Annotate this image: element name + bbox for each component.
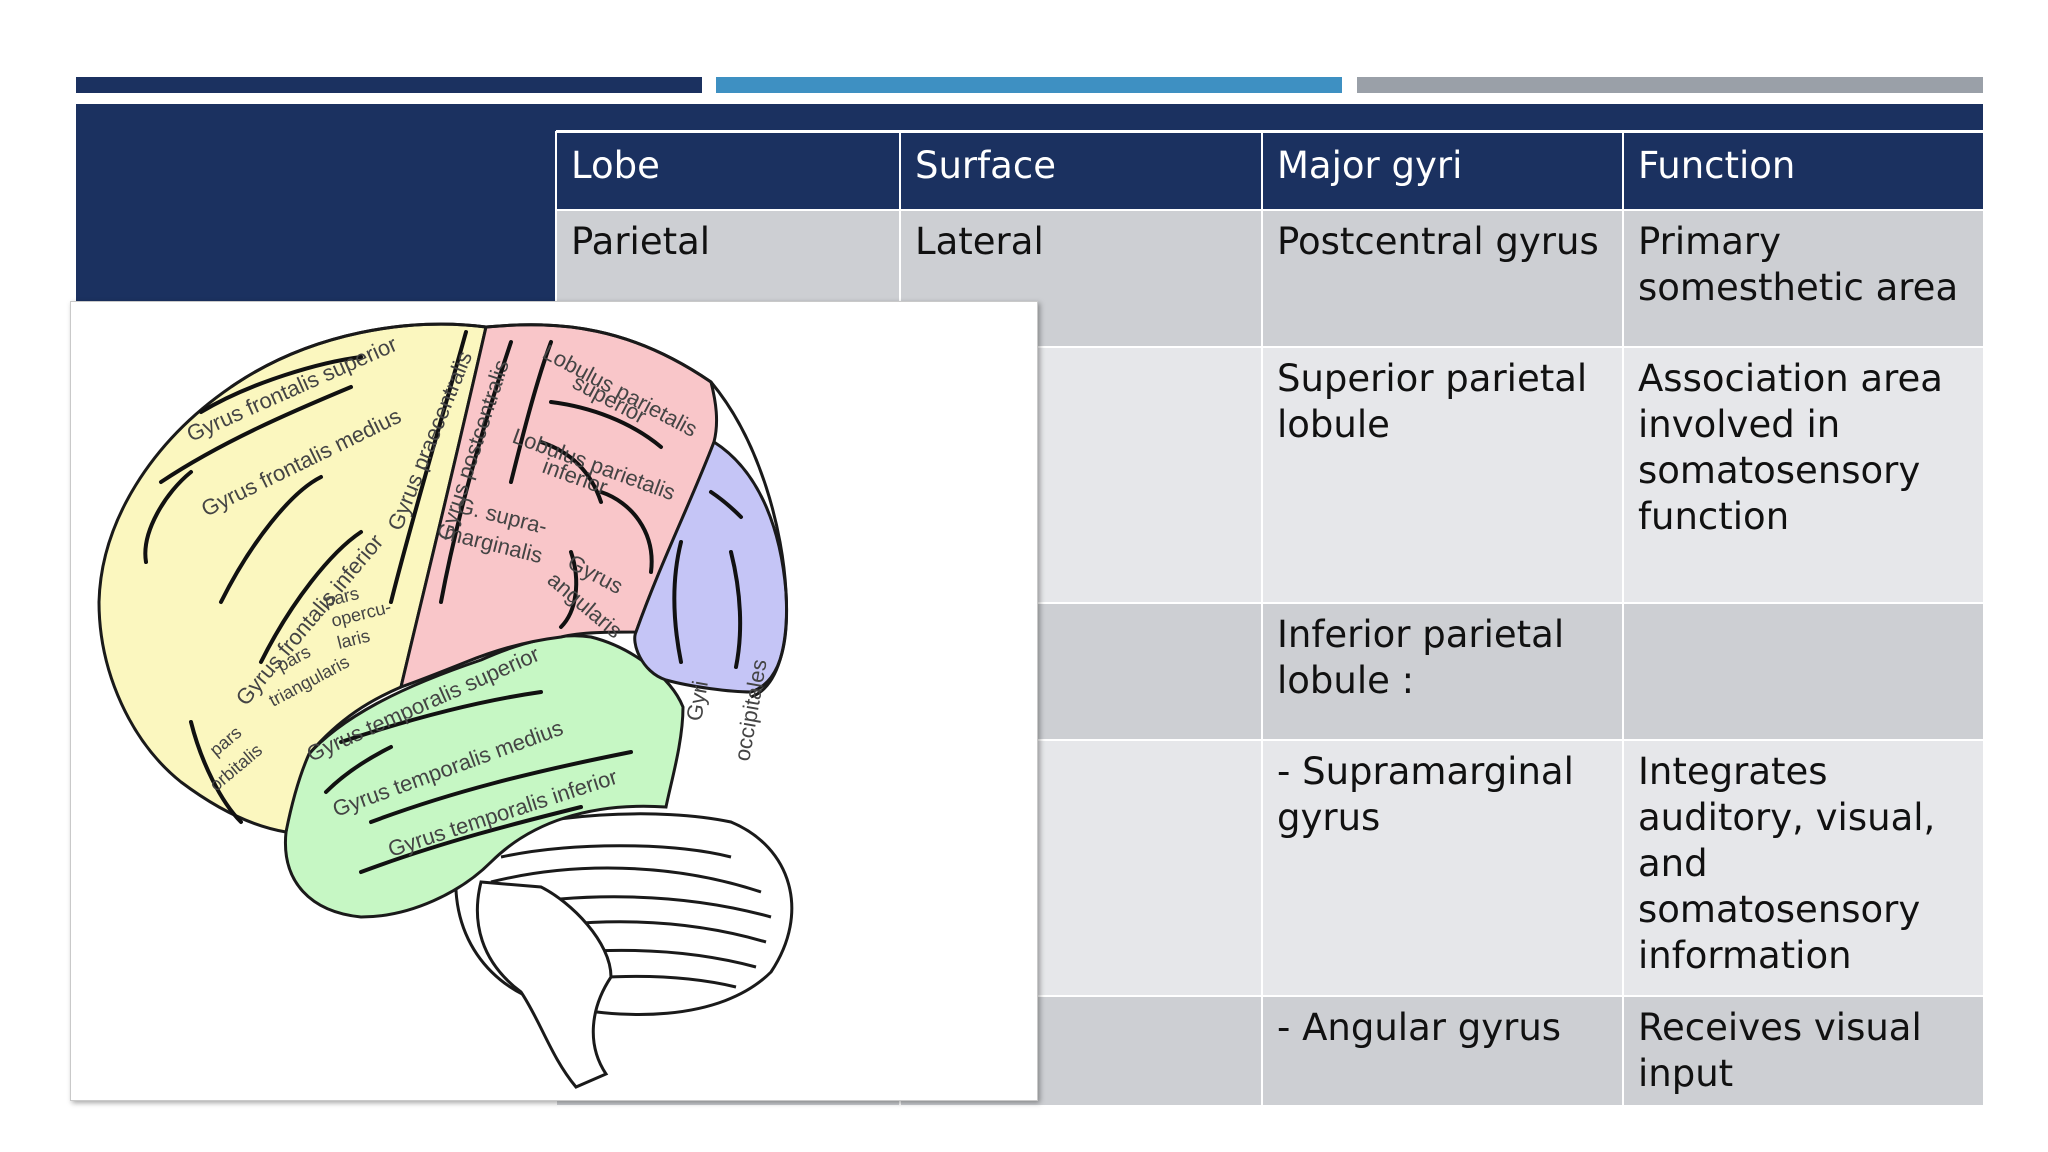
accent-bar-gray [1357,77,1983,93]
groove [339,690,543,744]
header-major-gyri: Major gyri [1261,131,1624,211]
header-surface: Surface [899,131,1263,211]
groove [189,720,243,824]
accent-bar-dark [76,77,702,93]
groove [559,550,579,629]
groove [359,805,583,874]
groove [549,400,663,449]
cell-function: Receives visual input [1622,995,1985,1107]
brain-outline [230,322,788,699]
cell-function: Integrates auditory, visual, and somatos… [1622,739,1985,997]
groove [199,355,363,414]
groove [324,745,393,794]
groove [729,550,743,669]
groove [369,750,633,824]
cell-gyri: Postcentral gyrus [1261,209,1624,348]
groove [509,340,553,484]
groove [143,470,193,564]
header-function: Function [1622,131,1985,211]
temporal-lobe [283,634,685,919]
brain-diagram: Gyrus frontalis superior Gyrus frontalis… [70,301,1038,1101]
groove [259,530,363,664]
groove [389,330,468,604]
brain-diagram-svg: Gyrus frontalis superior Gyrus frontalis… [97,322,794,1089]
table-header-row: Lobe Surface Major gyri Function [555,131,1985,211]
groove [599,490,654,574]
cell-function: Association area involved in somatosenso… [1622,346,1985,604]
groove [439,340,513,604]
groove [709,490,743,519]
cell-function: Primary somesthetic area [1622,209,1985,348]
title-block [76,104,556,304]
groove [672,540,683,664]
cell-gyri: - Angular gyrus [1261,995,1624,1107]
occipital-lobe [633,439,789,694]
cell-function [1622,602,1985,741]
groove [159,385,353,484]
brainstem [475,880,613,1089]
cell-gyri: - Supramarginal gyrus [1261,739,1624,997]
accent-bar-blue [716,77,1342,93]
cell-gyri: Superior parietal lobule [1261,346,1624,604]
header-lobe: Lobe [555,131,901,211]
cell-gyri: Inferior parietal lobule : [1261,602,1624,741]
groove [539,440,603,504]
groove [219,475,323,604]
